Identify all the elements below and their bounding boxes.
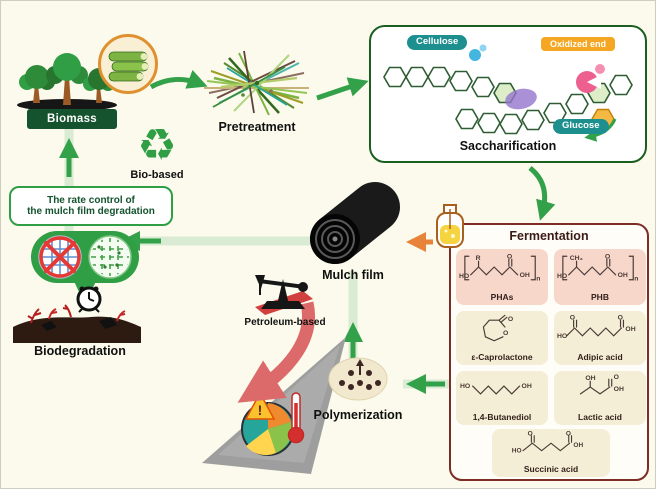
rate-control-box: The rate control of the mulch film degra… <box>9 186 173 226</box>
atom-label: OH <box>585 375 595 382</box>
succinic-structure-icon: HO O O OH <box>512 431 584 455</box>
atom-label: R <box>476 255 481 262</box>
chemical-name: PHAs <box>490 292 514 302</box>
atom-label: HO <box>512 448 522 455</box>
mulch-film-label: Mulch film <box>322 268 384 282</box>
oxidized-end-badge: Oxidized end <box>541 37 616 52</box>
thermometer-icon <box>287 392 305 444</box>
fermentation-label: Fermentation <box>509 229 589 243</box>
water-molecule-icon <box>469 49 481 61</box>
atom-label: HO <box>459 273 470 280</box>
phas-structure-icon: HO R O OH n <box>459 254 540 283</box>
pretreatment-fibers-icon <box>204 50 309 116</box>
logs-icon <box>98 34 158 94</box>
rate-control-line1: The rate control of <box>47 195 135 206</box>
atom-label: OH <box>520 272 530 279</box>
recycle-icon: ♻ <box>137 121 177 170</box>
atom-label: OH <box>625 326 635 333</box>
prohibition-ring-icon <box>39 236 81 278</box>
fermenter-flask-icon <box>436 204 464 248</box>
chemical-name: ε-Caprolactone <box>471 352 533 362</box>
mulch-film-roll-icon <box>310 182 400 264</box>
atom-label: O <box>503 330 509 337</box>
atom-label: HO <box>557 273 568 280</box>
atom-label: O <box>528 431 533 438</box>
arrow-pretreatment-to-saccharification <box>316 77 369 101</box>
butanediol-structure-icon: HO OH <box>460 383 532 395</box>
atom-label: n <box>536 276 540 283</box>
phb-structure-icon: HO CH₃ O OH n <box>557 254 638 283</box>
chemical-card-adipic: HO O O OH Adipic acid <box>554 311 646 365</box>
biomass-trees-icon <box>17 53 117 111</box>
arrow-petroleum-to-warning <box>237 301 315 403</box>
biodegradation-soil-icon <box>13 286 141 343</box>
pretreatment-label: Pretreatment <box>218 120 296 134</box>
petroleum-label: Petroleum-based <box>244 317 326 328</box>
cellulose-badge: Cellulose <box>407 35 468 50</box>
atom-label: O <box>570 315 576 322</box>
chemical-name: Adipic acid <box>577 352 623 362</box>
atom-label: O <box>618 315 624 322</box>
adipic-structure-icon: HO O O OH <box>557 315 636 340</box>
biodegradation-label: Biodegradation <box>34 344 126 358</box>
arrow-saccharification-to-fermentation <box>528 166 556 221</box>
chemical-card-phb: HO CH₃ O OH n PHB <box>554 249 646 305</box>
chemical-card-phas: HO R O OH n PHAs <box>456 249 548 305</box>
atom-label: O <box>507 254 513 261</box>
glucose-badge: Glucose <box>553 119 609 134</box>
clock-icon <box>76 286 102 313</box>
warning-mark: ! <box>258 402 263 418</box>
atom-label: O <box>605 254 611 261</box>
rate-control-line2: the mulch film degradation <box>27 206 155 217</box>
globe-icon <box>241 402 295 456</box>
atom-label: OH <box>522 383 532 390</box>
film-scrap-icon <box>99 317 117 329</box>
atom-label: OH <box>618 272 628 279</box>
chemical-name: 1,4-Butanediol <box>472 412 532 422</box>
chemical-name: Succinic acid <box>523 464 579 474</box>
atom-label: OH <box>614 386 624 393</box>
atom-label: CH₃ <box>570 255 583 262</box>
biomass-label: Biomass <box>27 109 117 129</box>
atom-label: O <box>566 431 571 438</box>
oil-pump-icon <box>255 275 313 315</box>
enzyme-blob-icon <box>505 88 537 110</box>
red-sprout-icon <box>27 308 42 324</box>
chemical-card-succinic: HO O O OH Succinic acid <box>492 429 610 477</box>
atom-label: O <box>614 374 620 381</box>
climate-warning-group: ! <box>202 337 346 474</box>
warning-triangle-icon: ! <box>244 391 276 420</box>
atom-label: O <box>508 316 514 323</box>
chemical-card-caprolactone: O O ε-Caprolactone <box>456 311 548 365</box>
chemical-name: PHB <box>591 292 609 302</box>
lactic-structure-icon: OH O OH <box>579 374 624 395</box>
chemical-card-butanediol: HO OH 1,4-Butanediol <box>456 371 548 425</box>
degradation-pin-icon <box>31 231 139 305</box>
atom-label: n <box>634 276 638 283</box>
atom-label: OH <box>573 442 583 449</box>
caprolactone-structure-icon: O O <box>482 314 514 342</box>
saccharification-panel: Cellulose Oxidized end Glucose Saccharif… <box>369 25 647 163</box>
polymerization-icon <box>328 357 388 401</box>
arrow-biomass-to-pretreatment <box>149 69 208 90</box>
saccharification-label: Saccharification <box>459 139 557 154</box>
chemical-name: Lactic acid <box>578 412 622 422</box>
polymerization-label: Polymerization <box>313 408 403 422</box>
chemical-card-lactic: OH O OH Lactic acid <box>554 371 646 425</box>
cellulose-chain-icon <box>383 44 633 142</box>
bio-based-label: Bio-based <box>130 169 184 181</box>
atom-label: HO <box>460 383 471 390</box>
fermentation-panel: Fermentation HO R O OH n PHAs HO <box>449 223 649 481</box>
atom-label: HO <box>557 333 568 340</box>
